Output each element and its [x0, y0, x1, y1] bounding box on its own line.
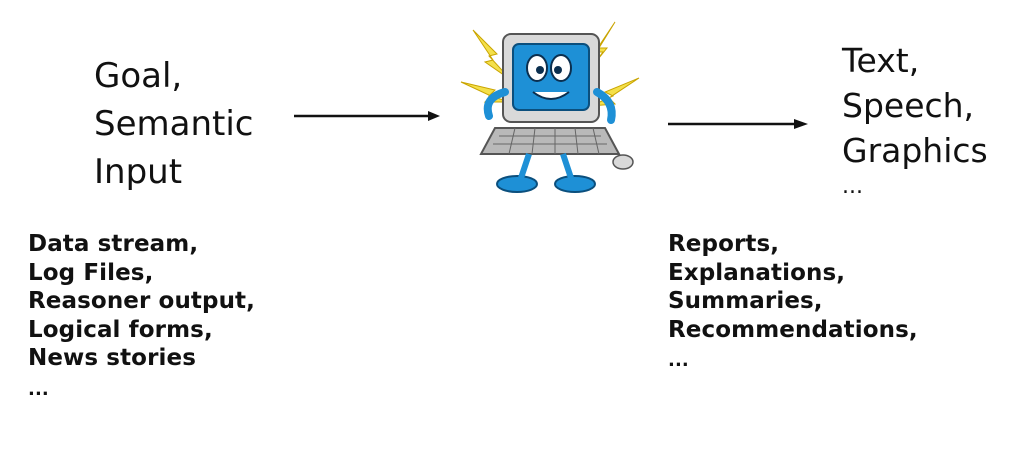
list-item: News stories [28, 345, 196, 371]
output-examples-list: Reports, Explanations, Summaries, Recomm… [668, 230, 918, 378]
list-ellipsis: ... [668, 350, 689, 371]
input-arrow [294, 111, 440, 121]
list-ellipsis: ... [28, 378, 49, 400]
output-label-line: Text, [842, 41, 920, 80]
output-arrow [668, 119, 808, 129]
list-item: Explanations, [668, 259, 846, 286]
list-item: Data stream, [28, 231, 199, 257]
list-item: Logical forms, [28, 316, 213, 343]
input-label-line: Input [94, 152, 183, 192]
computer-mascot-icon [460, 21, 640, 193]
input-examples-list: Data stream, Log Files, Reasoner output,… [28, 230, 255, 407]
input-label-line: Semantic [94, 104, 254, 144]
output-label-line: Graphics [842, 131, 988, 170]
output-label: Text, Speech, Graphics ... [842, 38, 988, 201]
input-label-line: Goal, [94, 56, 183, 96]
list-item: Log Files, [28, 259, 154, 286]
list-item: Reasoner output, [28, 288, 255, 314]
list-item: Reports, [668, 231, 780, 257]
list-item: Summaries, [668, 288, 823, 314]
output-label-line: Speech, [842, 86, 975, 125]
input-label: Goal, Semantic Input [94, 52, 253, 196]
list-item: Recommendations, [668, 316, 918, 343]
output-label-ellipsis: ... [842, 174, 863, 199]
